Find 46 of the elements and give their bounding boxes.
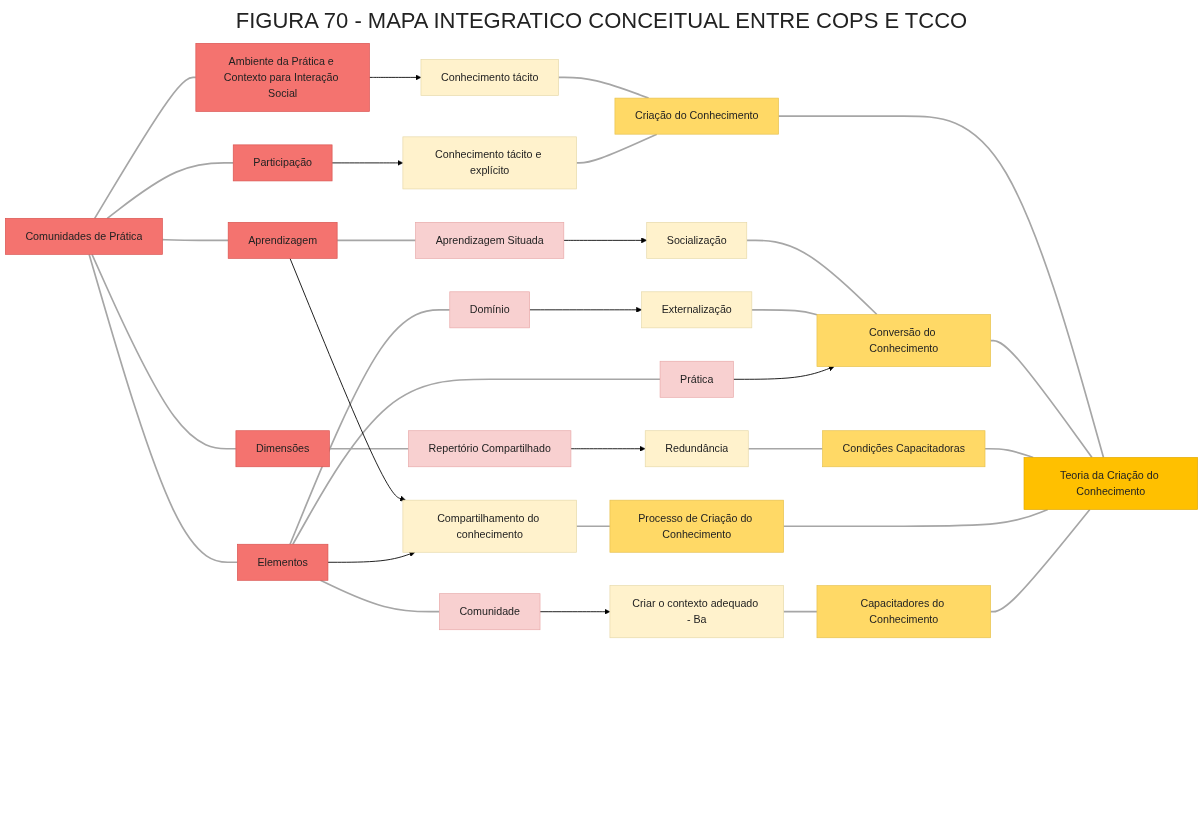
connector bbox=[319, 579, 441, 613]
node-box: Condições Capacitadoras bbox=[822, 430, 986, 468]
connector bbox=[782, 610, 818, 613]
node-box: Elementos bbox=[237, 543, 329, 581]
connector bbox=[751, 309, 818, 316]
connector bbox=[557, 76, 650, 99]
connector bbox=[106, 162, 235, 220]
node-box: Dimensões bbox=[235, 430, 330, 468]
connector bbox=[289, 309, 451, 546]
connector bbox=[328, 447, 410, 450]
node-box: Teoria da Criação do Conhecimento bbox=[1023, 457, 1198, 510]
node-box: Comunidades de Prática bbox=[5, 218, 163, 255]
connector bbox=[292, 378, 661, 546]
connector bbox=[782, 508, 1049, 528]
node-box: Conhecimento tácito e explícito bbox=[402, 136, 577, 190]
node-box: Domínio bbox=[449, 291, 530, 329]
connector bbox=[745, 239, 878, 316]
node-box: Aprendizagem bbox=[227, 222, 338, 259]
node-box: Repertório Compartilhado bbox=[408, 430, 572, 468]
node-box: Aprendizagem Situada bbox=[415, 222, 565, 259]
node-box: Compartilhamento do conhecimento bbox=[402, 499, 577, 553]
node-box: Redundância bbox=[644, 430, 749, 468]
node-box: Conhecimento tácito bbox=[420, 59, 559, 96]
node-box: Externalização bbox=[641, 291, 753, 329]
figure-title: FIGURA 70 - MAPA INTEGRATICO CONCEITUAL ENTRE COPS E TCCO bbox=[234, 8, 969, 34]
connector bbox=[777, 115, 1105, 459]
connector bbox=[747, 447, 824, 450]
node-box: Criação do Conhecimento bbox=[614, 97, 779, 135]
connector bbox=[989, 508, 1091, 613]
connector bbox=[88, 253, 239, 564]
node-box: Participação bbox=[232, 144, 333, 182]
connector bbox=[161, 238, 229, 242]
node-box: Ambiente da Prática e Contexto para Interação Social bbox=[195, 43, 370, 112]
node-box: Conversão do Conhecimento bbox=[816, 314, 991, 367]
node-box: Comunidade bbox=[439, 593, 541, 631]
connector bbox=[575, 525, 611, 528]
node-box: Criar o contexto adequado - Ba bbox=[609, 585, 784, 639]
connector bbox=[336, 239, 417, 242]
connector bbox=[989, 339, 1093, 459]
connector bbox=[93, 76, 197, 220]
node-box: Capacitadores do Conhecimento bbox=[816, 585, 991, 639]
node-box: Processo de Criação do Conhecimento bbox=[609, 499, 784, 553]
node-box: Prática bbox=[659, 360, 734, 398]
node-box: Socialização bbox=[646, 222, 748, 259]
connector bbox=[575, 133, 658, 164]
connector bbox=[91, 253, 237, 450]
